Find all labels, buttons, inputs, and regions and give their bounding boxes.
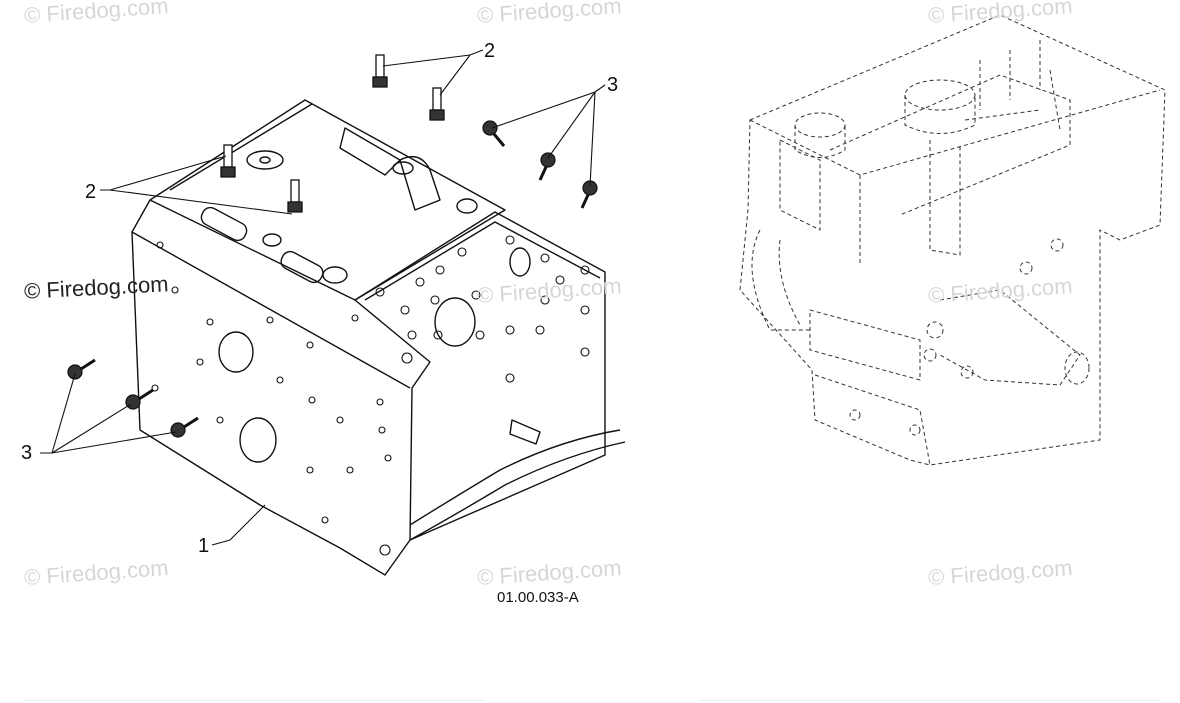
callout-2-left: 2	[85, 181, 97, 203]
figure-code: 01.00.033-A	[497, 589, 579, 606]
divider	[700, 700, 1160, 701]
divider	[25, 700, 485, 701]
callout-3-top: 3	[607, 74, 619, 96]
engine-phantom-outline	[739, 14, 1166, 466]
callout-1: 1	[198, 535, 210, 557]
leader-lines	[40, 49, 606, 546]
frame-plate-1	[131, 99, 626, 576]
mounting-holes	[151, 235, 590, 556]
self-tapping-screws-3	[67, 120, 598, 438]
carriage-bolts-2	[220, 54, 445, 213]
callout-2-top: 2	[484, 40, 496, 62]
callout-3-left: 3	[21, 442, 33, 464]
